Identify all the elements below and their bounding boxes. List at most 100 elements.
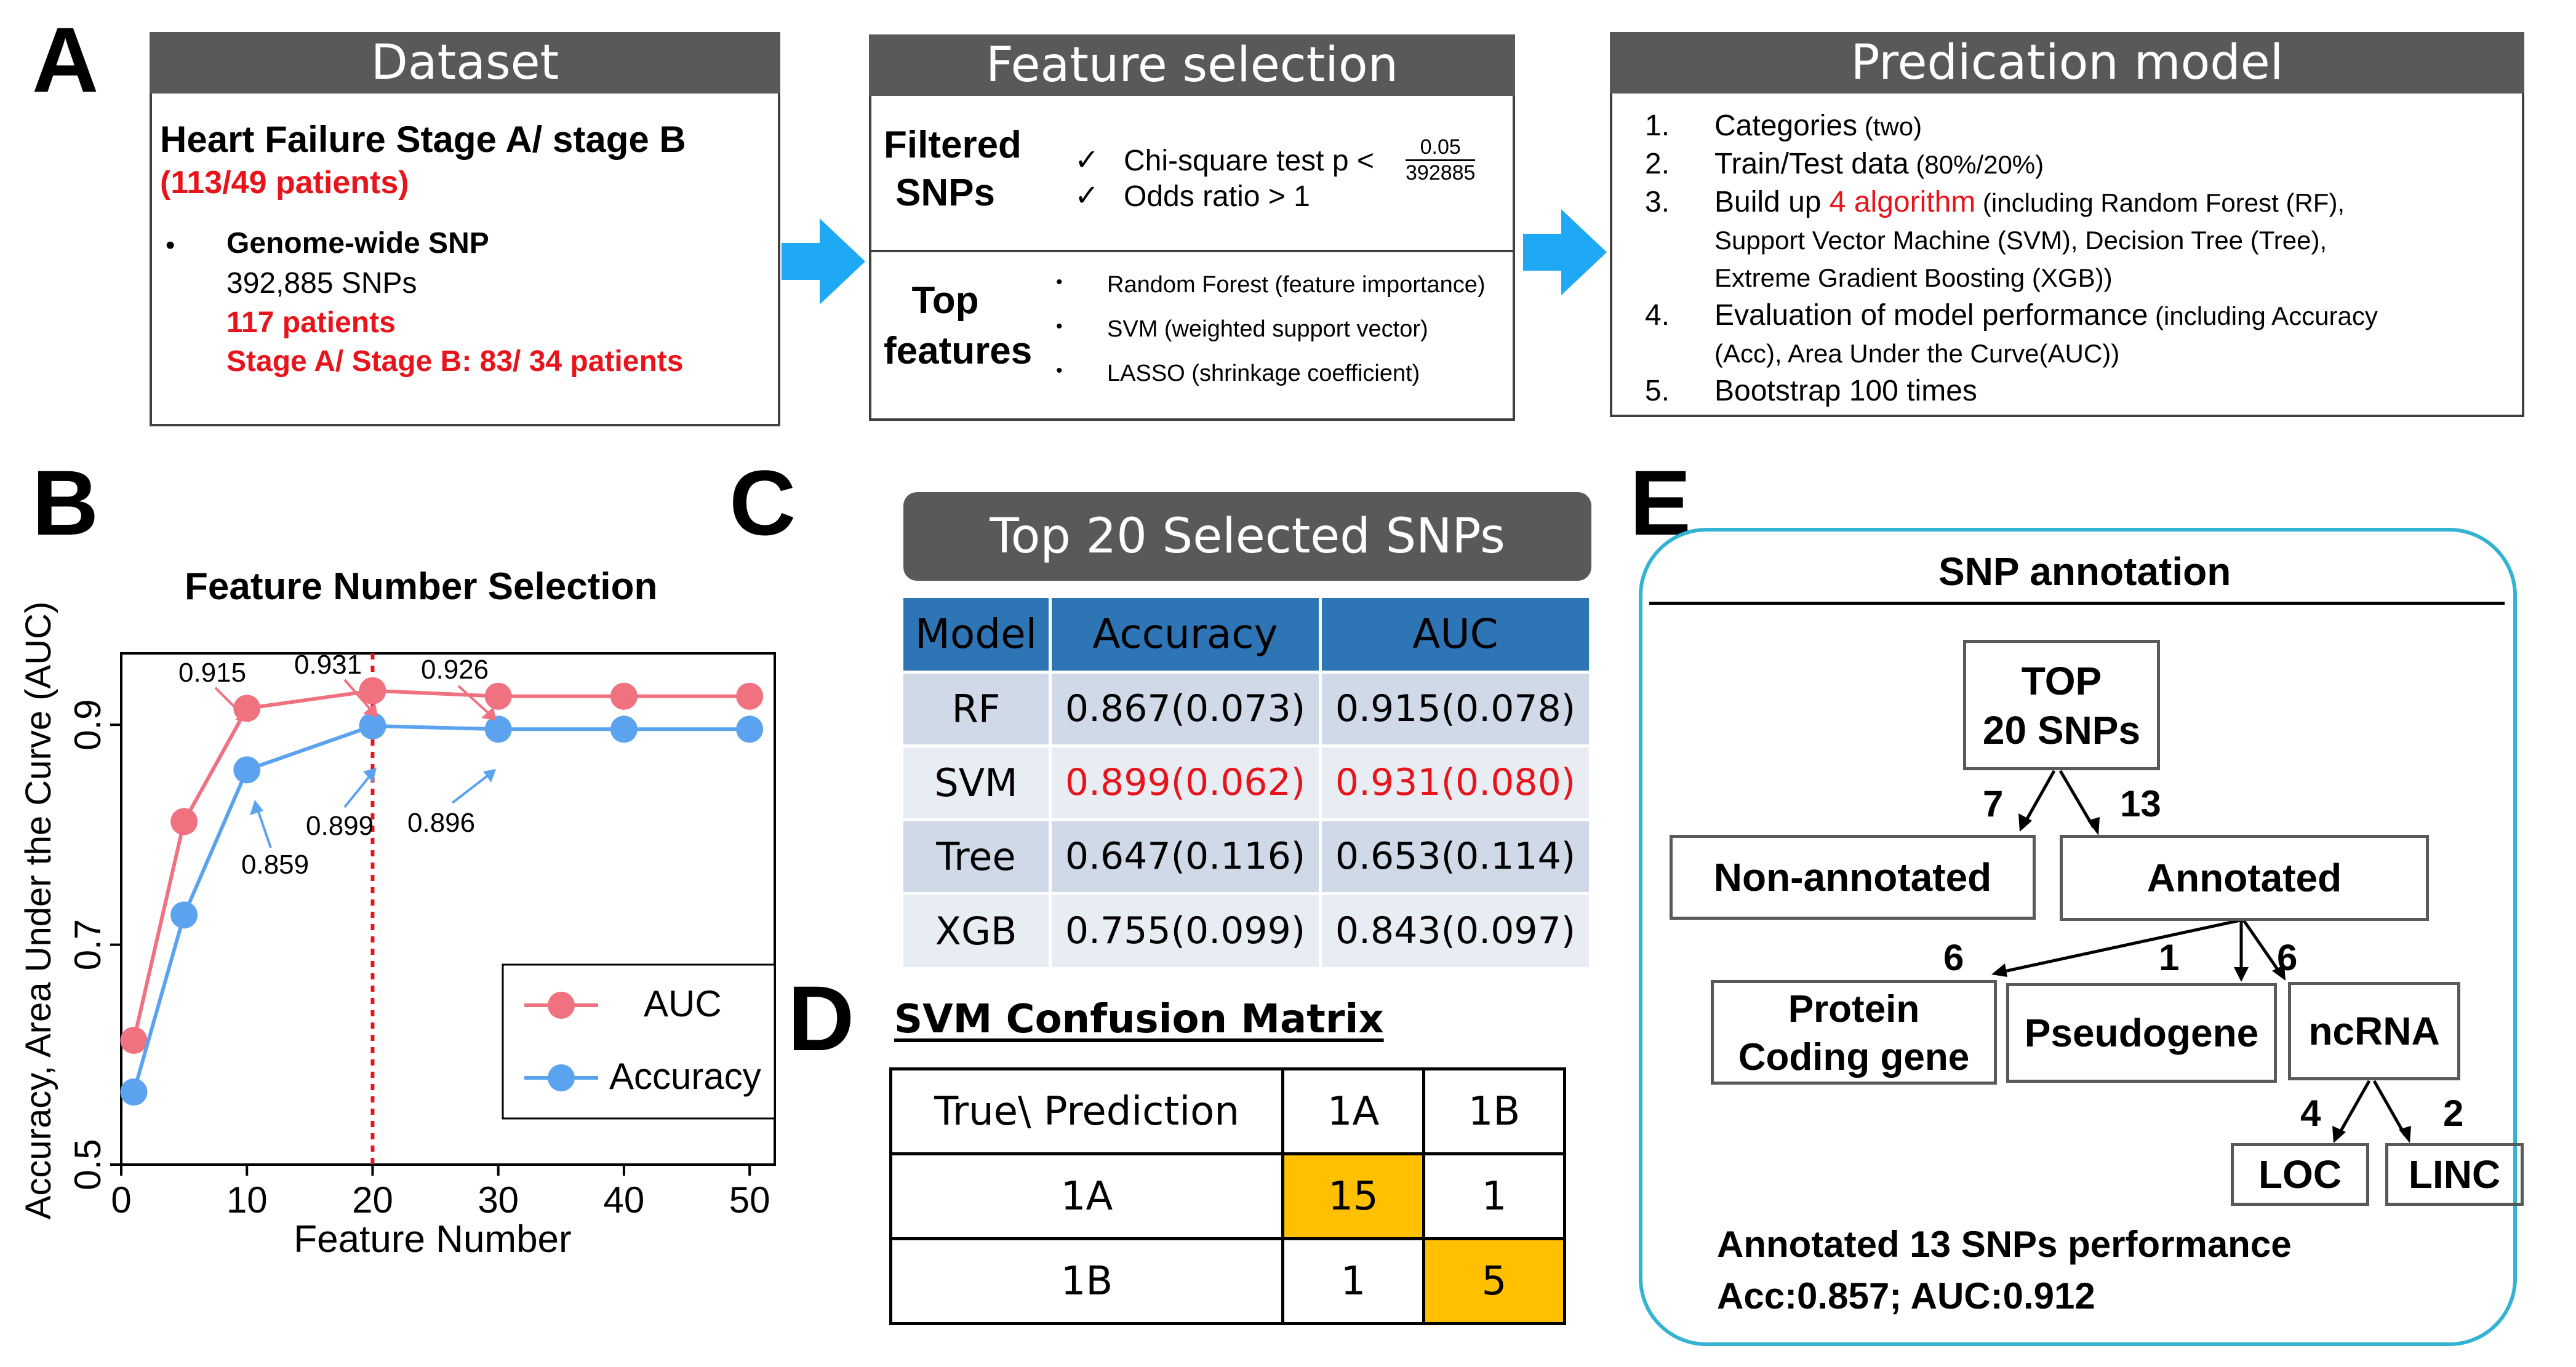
step-num: 2. [1645,148,1670,180]
arrow-head-icon [2234,967,2249,982]
step-detail: (80%/20%) [1908,150,2044,179]
step-text: Build up [1714,186,1830,218]
table-header-row: Model Accuracy AUC [903,598,1589,672]
cell-auc: 0.843(0.097) [1335,909,1576,953]
edge-label-6a: 6 [1943,937,1964,978]
node-loc: LOC [2231,1143,2369,1206]
feature-selection-box: Filtered SNPs ✓ Chi-square test p < 0.05… [869,91,1515,421]
flow-arrow-2 [1523,209,1607,295]
arrow-head-icon [1991,963,2007,977]
data-point-accuracy [359,712,386,739]
cm-cell-tp: 15 [1281,1152,1425,1240]
panel-label-b: B [32,451,99,554]
cell-model: XGB [903,893,1052,967]
dataset-box: Heart Failure Stage A/ stage B (113/49 p… [150,91,780,426]
data-point-auc [233,695,261,722]
method-lasso: LASSO (shrinkage coefficient) [1107,361,1420,386]
cm-col-1a: 1A [1281,1067,1425,1155]
y-axis-label: Accuracy, Area Under the Curve (AUC) [18,602,58,1220]
cm-cell: 1 [1281,1237,1425,1325]
method-bullet-1: • [1056,272,1063,292]
arrow-head-icon [2018,813,2032,832]
confusion-title: SVM Confusion Matrix [894,997,1384,1042]
prediction-model-header-label: Predication model [1850,35,2284,90]
node-top-line-2: 20 SNPs [1982,708,2141,752]
table-row: RF 0.867(0.073) 0.915(0.078) [903,672,1589,746]
method-bullet-3: • [1056,361,1063,381]
plot-frame [120,652,776,1166]
edge-label-2: 2 [2443,1093,2464,1134]
filtered-line-1: Filtered [884,124,1022,166]
edge-label-13: 13 [2120,783,2161,824]
filtered-line-2: SNPs [895,172,995,214]
arrow-right-icon [782,218,865,305]
annotation-panel [1639,528,2517,1346]
check-icon-odds: ✓ [1074,178,1100,213]
step-1: 1.Categories (two) [1612,107,2517,145]
prediction-model-box: 1.Categories (two) 2. Train/Test data (80… [1610,91,2524,417]
cm-row-label: 1A [889,1152,1284,1240]
table-row: XGB 0.755(0.099) 0.843(0.097) [903,893,1589,967]
annotation-title: SNP annotation [1938,549,2231,594]
panel-label-c: C [729,451,796,554]
edge-label-4: 4 [2300,1093,2321,1134]
col-accuracy: Accuracy [1050,598,1322,672]
arrow-head-icon [250,800,263,815]
data-point-auc [610,682,638,710]
top-line-1: Top [911,279,979,322]
node-ncrna: ncRNA [2288,982,2460,1080]
annotation-0896: 0.896 [407,808,475,838]
arrow-head-icon [483,769,496,783]
check-icon-chi: ✓ [1074,143,1100,177]
data-point-auc [484,682,512,710]
step-text: Train/Test data [1714,148,1909,180]
cell-model: SVM [903,746,1052,819]
edge-top-annotated [2058,770,2095,829]
x-tick-label: 40 [604,1179,645,1221]
step-detail: (including Accuracy [2148,301,2378,330]
node-top-line-1: TOP [2021,659,2102,703]
panel-label-a: A [32,8,99,111]
cell-accuracy: 0.899(0.062) [1050,746,1322,819]
x-tick-label: 0 [111,1179,131,1221]
arrow-head-icon [235,709,250,722]
data-point-auc [359,677,386,704]
arrow-head-icon [481,707,496,720]
top20-table: Model Accuracy AUC RF 0.867(0.073) 0.915… [903,598,1589,967]
step-3-cont-2: Extreme Gradient Boosting (XGB)) [1714,263,2113,292]
top20-header: Top 20 Selected SNPs [903,492,1591,581]
data-point-auc [170,808,198,835]
flow-arrow-1 [782,218,865,305]
edge-ncrna-linc [2372,1080,2407,1136]
x-tick-label: 20 [352,1179,393,1221]
cell-accuracy: 0.867(0.073) [1050,672,1322,746]
edge-annotated-protein [2001,919,2241,974]
filtered-snps-label: Filtered SNPs [884,121,1022,217]
genome-wide-snp-label: Genome-wide SNP [226,227,489,260]
cell-accuracy: 0.755(0.099) [1050,893,1322,967]
edge-label-1: 1 [2159,937,2180,978]
legend-marker-auc [548,992,575,1019]
data-point-accuracy [170,901,198,929]
annotation-0926: 0.926 [421,655,489,685]
cell-auc: 0.915(0.078) [1335,687,1576,730]
cell-model: RF [903,672,1052,746]
data-point-accuracy [610,715,638,743]
y-tick-label: 0.5 [67,1139,108,1190]
step-text: Categories [1714,110,1858,142]
x-tick-label: 50 [729,1179,770,1221]
annotation-0899: 0.899 [306,811,374,841]
feature-selection-header-label: Feature selection [985,38,1399,93]
method-bullet-2: • [1056,316,1063,337]
confusion-matrix: True\ Prediction 1A 1B 1A 15 1 1B 1 5 [889,1067,1566,1325]
data-point-auc [120,1027,148,1054]
panel-label-d: D [788,966,855,1070]
step-text: Bootstrap 100 times [1714,375,1977,407]
legend-marker-accuracy [548,1064,575,1091]
annotation-arrow [451,771,494,804]
series-layer [120,677,764,1106]
method-rf: Random Forest (feature importance) [1107,272,1486,298]
chi-square-criterion: Chi-square test p < [1124,145,1374,177]
